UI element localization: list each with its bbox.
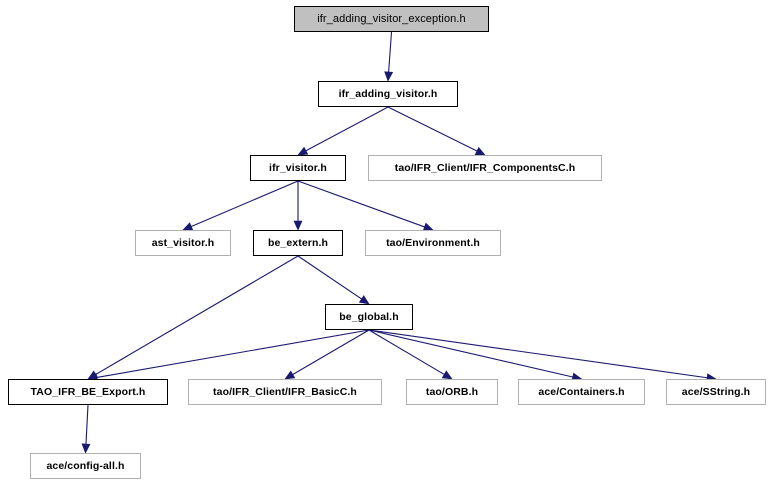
graph-edge-beextern-to-export xyxy=(87,255,299,380)
graph-node-containers[interactable]: ace/Containers.h xyxy=(518,379,645,405)
graph-edge-beglobal-to-export xyxy=(87,329,370,382)
graph-edge-adding-to-componentsc xyxy=(387,106,486,156)
graph-edge-visitor-to-astvisitor xyxy=(182,180,299,231)
graph-edge-beglobal-to-orb xyxy=(368,329,453,380)
graph-node-label: tao/IFR_Client/IFR_ComponentsC.h xyxy=(394,161,576,174)
graph-edge-beglobal-to-containers xyxy=(368,329,583,382)
graph-node-beglobal[interactable]: be_global.h xyxy=(325,304,413,330)
graph-node-label: be_global.h xyxy=(339,310,399,323)
graph-node-orb[interactable]: tao/ORB.h xyxy=(406,379,498,405)
graph-node-label: tao/IFR_Client/IFR_BasicC.h xyxy=(213,385,357,398)
graph-node-label: ast_visitor.h xyxy=(151,236,215,249)
graph-node-label: ace/Containers.h xyxy=(538,385,625,398)
graph-edge-root-to-adding xyxy=(384,31,394,82)
graph-node-label: ace/SString.h xyxy=(681,385,751,398)
graph-node-astvisitor[interactable]: ast_visitor.h xyxy=(135,230,231,256)
graph-node-basicc[interactable]: tao/IFR_Client/IFR_BasicC.h xyxy=(188,379,382,405)
graph-node-configall[interactable]: ace/config-all.h xyxy=(30,453,141,479)
graph-node-label: ifr_adding_visitor.h xyxy=(338,87,438,100)
graph-node-environment[interactable]: tao/Environment.h xyxy=(365,230,501,256)
graph-node-componentsc[interactable]: tao/IFR_Client/IFR_ComponentsC.h xyxy=(368,155,602,181)
graph-edge-visitor-to-environment xyxy=(297,180,434,232)
graph-node-label: be_extern.h xyxy=(267,236,329,249)
graph-node-label: ifr_visitor.h xyxy=(269,161,327,174)
graph-node-label: tao/ORB.h xyxy=(425,385,479,398)
graph-node-label: TAO_IFR_BE_Export.h xyxy=(30,385,146,398)
graph-node-beextern[interactable]: be_extern.h xyxy=(253,230,343,256)
graph-node-label: ifr_adding_visitor_exception.h xyxy=(317,12,466,25)
graph-node-adding[interactable]: ifr_adding_visitor.h xyxy=(318,81,458,107)
graph-edge-visitor-to-beextern xyxy=(293,181,303,231)
graph-node-label: tao/Environment.h xyxy=(386,236,480,249)
graph-edge-export-to-configall xyxy=(81,404,91,454)
graph-edge-beextern-to-beglobal xyxy=(297,255,370,305)
graph-edge-beglobal-to-sstring xyxy=(368,329,717,383)
graph-node-sstring[interactable]: ace/SString.h xyxy=(666,379,766,405)
graph-node-export[interactable]: TAO_IFR_BE_Export.h xyxy=(8,379,168,405)
graph-node-label: ace/config-all.h xyxy=(46,459,125,472)
graph-edge-beglobal-to-basicc xyxy=(284,329,370,380)
graph-node-root[interactable]: ifr_adding_visitor_exception.h xyxy=(294,6,489,32)
graph-edge-adding-to-visitor xyxy=(297,106,389,156)
graph-node-visitor[interactable]: ifr_visitor.h xyxy=(250,155,346,181)
